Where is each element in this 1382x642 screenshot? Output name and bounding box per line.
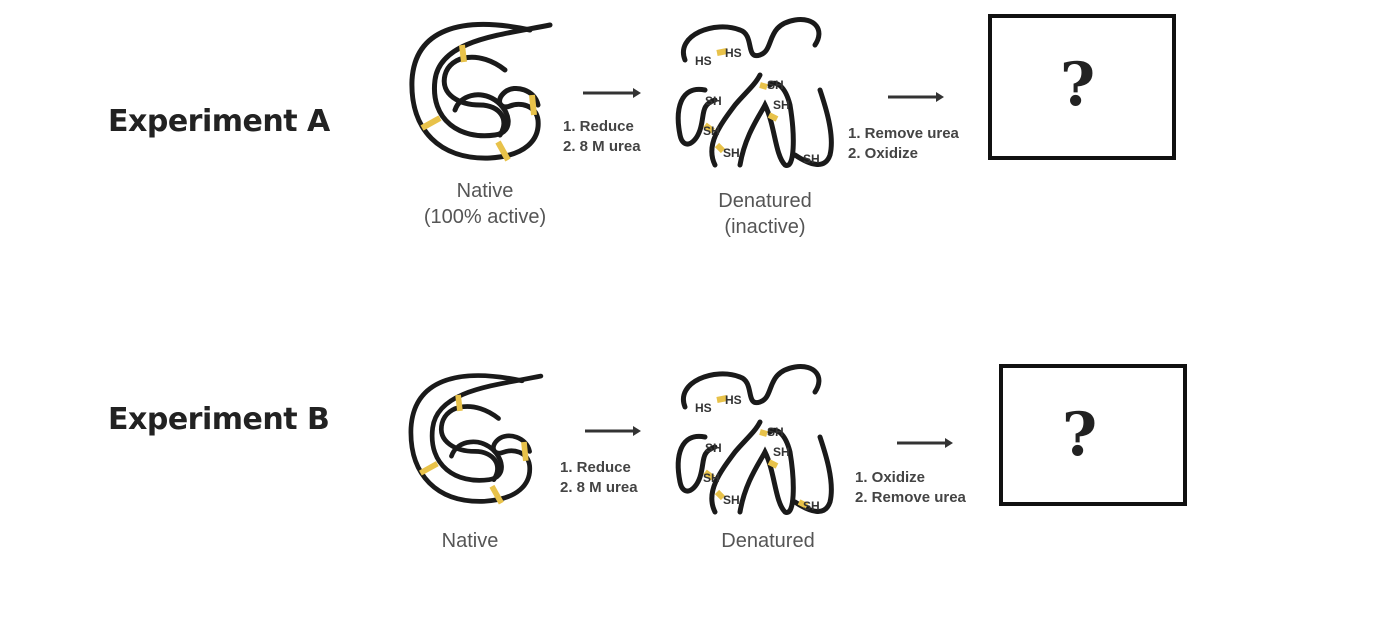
disulfide-bond bbox=[716, 395, 728, 403]
question-mark-b: ? bbox=[1062, 400, 1098, 470]
step-list-a1: 1. Reduce 2. 8 M urea bbox=[563, 117, 641, 157]
arrow-right-icon bbox=[585, 426, 641, 436]
thiol-label: SH bbox=[803, 152, 820, 166]
native-caption-a: Native (100% active) bbox=[405, 178, 565, 230]
disulfide-bond bbox=[489, 484, 504, 505]
step-urea: 2. 8 M urea bbox=[560, 479, 638, 496]
denatured-protein-a-diagram: HS HS SH SH SH SH SH SH bbox=[675, 17, 834, 168]
thiol-label: SH bbox=[767, 78, 784, 92]
step-reduce: 1. Reduce bbox=[563, 118, 634, 135]
disulfide-bond bbox=[521, 441, 529, 462]
thiol-label: SH bbox=[767, 425, 784, 439]
step-remove-urea: 1. Remove urea bbox=[848, 125, 959, 142]
native-caption-b: Native bbox=[395, 528, 545, 554]
denatured-label: Denatured bbox=[721, 530, 815, 552]
disulfide-bond bbox=[703, 469, 715, 481]
disulfide-bond bbox=[759, 82, 768, 90]
disulfide-bond bbox=[455, 394, 463, 412]
denatured-label: Denatured bbox=[718, 190, 812, 212]
disulfide-bond bbox=[459, 44, 467, 63]
denatured-activity-label: (inactive) bbox=[724, 216, 806, 238]
disulfide-bond bbox=[703, 122, 715, 134]
native-protein-a-diagram bbox=[409, 22, 553, 162]
native-label: Native bbox=[456, 180, 514, 202]
thiol-label: SH bbox=[773, 98, 790, 112]
arrow-right-icon bbox=[583, 88, 641, 98]
experiment-a-label: Experiment A bbox=[108, 104, 330, 139]
step-urea: 2. 8 M urea bbox=[563, 138, 641, 155]
thiol-label: SH bbox=[773, 445, 790, 459]
thiol-label: SH bbox=[723, 146, 740, 160]
step-reduce: 1. Reduce bbox=[560, 459, 631, 476]
thiol-label: HS bbox=[695, 54, 712, 68]
disulfide-bond bbox=[797, 499, 809, 509]
disulfide-bond bbox=[529, 94, 537, 116]
arrow-right-icon bbox=[888, 92, 944, 102]
thiol-label: HS bbox=[695, 401, 712, 415]
thiol-label: SH bbox=[705, 441, 722, 455]
thiol-label: SH bbox=[705, 94, 722, 108]
step-remove-urea: 2. Remove urea bbox=[855, 489, 966, 506]
denatured-caption-b: Denatured bbox=[693, 528, 843, 554]
thiol-label: HS bbox=[725, 393, 742, 407]
step-list-b2: 1. Oxidize 2. Remove urea bbox=[855, 468, 966, 508]
native-protein-b-diagram bbox=[408, 373, 544, 505]
thiol-label: SH bbox=[723, 493, 740, 507]
disulfide-bond bbox=[759, 429, 768, 437]
step-list-b1: 1. Reduce 2. 8 M urea bbox=[560, 458, 638, 498]
thiol-label: SH bbox=[803, 499, 820, 513]
disulfide-bond bbox=[767, 112, 779, 122]
arrow-right-icon bbox=[897, 438, 953, 448]
step-oxidize: 1. Oxidize bbox=[855, 469, 926, 486]
native-label: Native bbox=[441, 530, 499, 552]
disulfide-bond bbox=[714, 142, 726, 154]
result-box-a bbox=[988, 14, 1176, 160]
experiment-b-label: Experiment B bbox=[108, 402, 330, 437]
disulfide-bond bbox=[714, 489, 726, 501]
disulfide-bond bbox=[716, 48, 728, 56]
thiol-label: HS bbox=[725, 46, 742, 60]
native-activity-label: (100% active) bbox=[423, 206, 547, 228]
step-oxidize: 2. Oxidize bbox=[848, 145, 919, 162]
disulfide-bond bbox=[420, 115, 442, 131]
disulfide-bond bbox=[419, 461, 439, 476]
question-mark-a: ? bbox=[1060, 50, 1096, 120]
disulfide-bond bbox=[495, 140, 511, 162]
step-list-a2: 1. Remove urea 2. Oxidize bbox=[848, 124, 959, 164]
thiol-label: SH bbox=[703, 471, 720, 485]
result-box-b bbox=[999, 364, 1187, 506]
denatured-caption-a: Denatured (inactive) bbox=[690, 188, 840, 240]
thiol-label: SH bbox=[703, 124, 720, 138]
denatured-protein-b-diagram: HS HS SH SH SH SH SH SH bbox=[675, 364, 834, 515]
disulfide-bond bbox=[767, 459, 779, 469]
